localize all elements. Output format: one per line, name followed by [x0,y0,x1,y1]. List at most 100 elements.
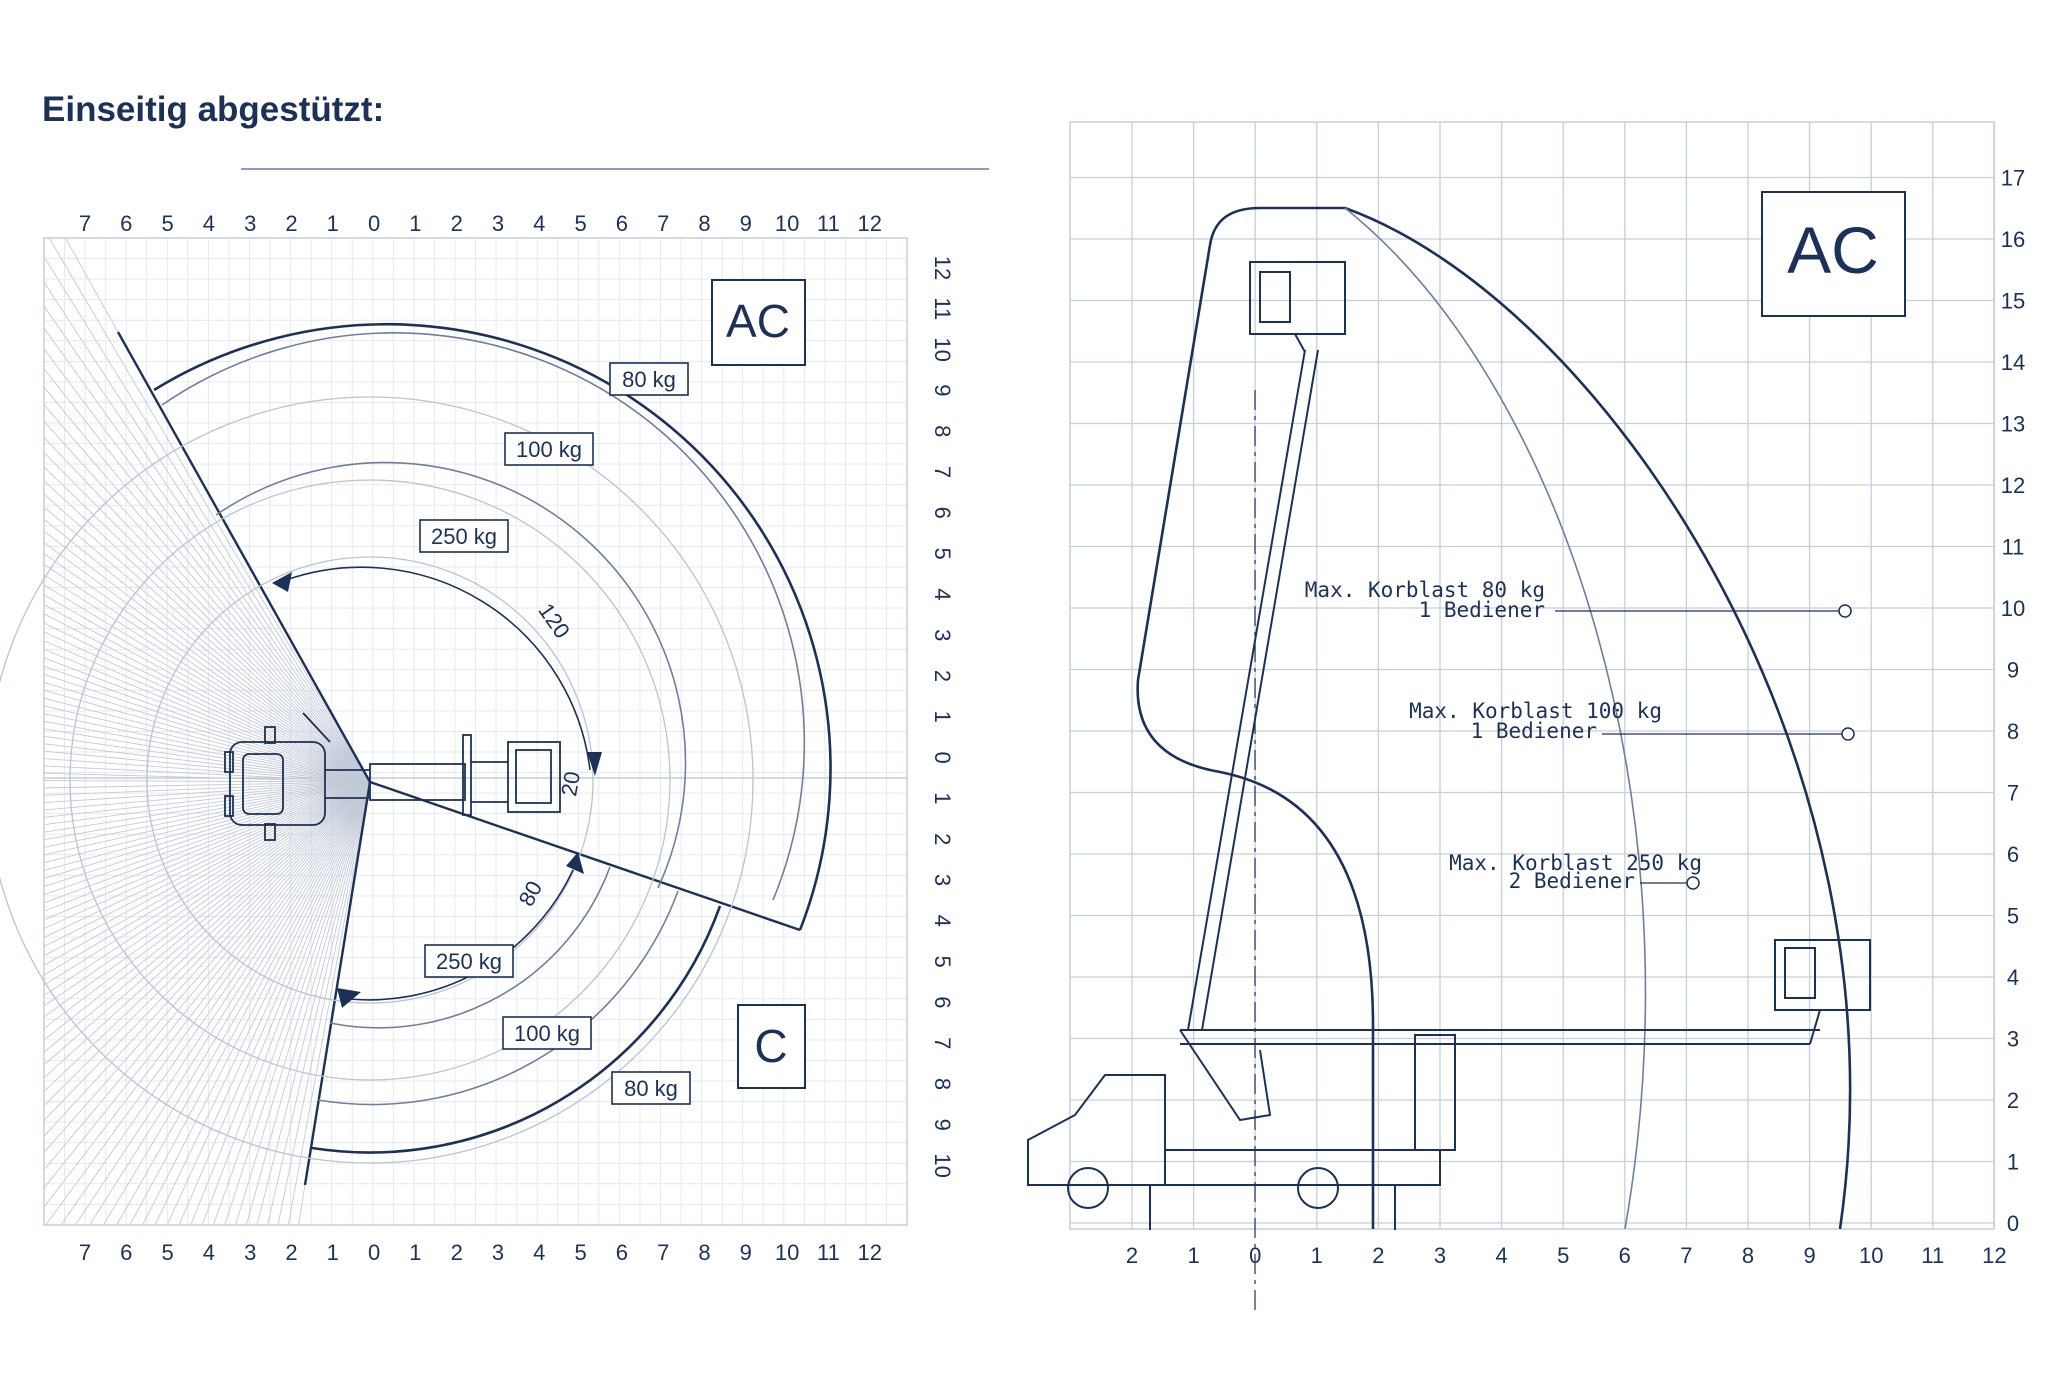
rotation-arrow-20-icon [587,752,602,776]
y-tick-label: 6 [2007,842,2019,867]
x-tick-label: 6 [616,211,628,236]
load-label-lower-100: 100 kg [514,1021,580,1046]
y-tick-label: 3 [930,629,955,641]
callout-80-line2: 1 Bediener [1419,598,1545,622]
x-tick-label: 10 [1859,1243,1883,1268]
y-tick-label: 5 [2007,904,2019,929]
hatch-line [43,781,371,976]
x-tick-label: 4 [533,1240,545,1265]
hatch-line [43,506,371,783]
x-tick-label: 12 [1982,1243,2006,1268]
hatch-line [43,781,371,879]
range-arc-ac-100kg [161,332,806,901]
working-envelope-250kg [1344,207,1647,1230]
hatch-line [43,564,371,783]
hatch-line [43,348,371,783]
hatch-line [43,781,371,1007]
hatch-line [43,781,371,818]
hatch-line [129,781,371,1226]
x-tick-label: 6 [616,1240,628,1265]
rotation-arrow-80-icon [566,852,584,874]
hatch-line [43,665,371,783]
hatch-line [43,772,371,783]
hatch-line [43,781,371,1018]
x-tick-label: 5 [161,1240,173,1265]
hatch-line [43,781,371,1137]
hatch-line [178,781,371,1226]
blocked-zone-hatching [43,237,371,1226]
hatch-line [43,781,371,986]
range-circle-80-faint [0,396,754,1164]
y-tick-label: 9 [2007,658,2019,683]
hatch-line [43,781,371,1171]
truck-side-view [1027,1029,1456,1230]
hatch-line [43,781,371,871]
hatch-line [43,765,371,783]
x-tick-label: 2 [285,211,297,236]
sector-boundary-lower [369,780,801,932]
hatch-line [213,781,371,1226]
hatch-line [43,780,371,783]
angle-label-120: 120 [533,598,575,642]
hatch-line [43,648,371,783]
x-tick-label: 3 [244,211,256,236]
range-arc-ac-80kg [153,322,832,931]
hatch-line [43,781,371,1066]
boom-raised [1187,261,1346,1031]
callout-100-line1: Max. Korblast 100 kg [1409,699,1662,723]
y-tick-label: 13 [2001,412,2025,437]
y-tick-label: 9 [930,384,955,396]
y-tick-label: 11 [930,297,955,320]
hatch-line [43,584,371,783]
y-tick-label: 6 [930,507,955,519]
callout-point-250 [1686,876,1700,890]
hatch-line [43,781,371,938]
hatch-line [43,697,371,783]
x-tick-label: 7 [79,211,91,236]
x-tick-label: 1 [1187,1243,1199,1268]
hatch-line [43,728,371,783]
x-tick-label: 2 [1372,1243,1384,1268]
y-tick-label: 0 [2007,1211,2019,1236]
x-tick-label: 6 [120,211,132,236]
y-tick-label: 6 [930,996,955,1008]
x-tick-label: 8 [1742,1243,1754,1268]
hatch-line [60,781,371,1226]
hatch-line [43,657,371,783]
y-tick-label: 9 [930,1119,955,1131]
hatch-line [43,735,371,783]
y-tick-label: 17 [2001,166,2025,191]
x-tick-label: 12 [857,1240,881,1265]
hatch-line [43,781,371,848]
y-tick-label: 2 [930,833,955,845]
y-tick-label: 3 [930,874,955,886]
x-tick-label: 5 [574,211,586,236]
range-arc-c-100kg [317,890,679,1106]
x-tick-label: 7 [79,1240,91,1265]
y-tick-label: 4 [930,588,955,600]
callout-point-80 [1838,604,1852,618]
side-zone-ac-label: AC [1787,213,1879,287]
hatch-line [43,781,371,957]
y-tick-label: 14 [2001,350,2025,375]
working-envelope-80kg [1136,206,1852,1230]
hatch-line [43,681,371,783]
side-zone-ac-box [1761,191,1906,317]
y-tick-label: 1 [930,792,955,804]
x-tick-label: 3 [492,211,504,236]
x-tick-label: 4 [203,1240,215,1265]
y-tick-label: 2 [930,670,955,682]
zone-ac-label: AC [726,295,790,347]
y-tick-label: 7 [930,466,955,478]
hatch-line [43,437,371,783]
callout-100-line2: 1 Bediener [1471,719,1597,743]
hatch-line [43,781,371,921]
x-tick-label: 7 [657,1240,669,1265]
y-tick-label: 7 [930,1037,955,1049]
callout-point-100 [1841,727,1855,741]
hatch-line [224,781,371,1226]
hatch-line [235,781,371,1226]
hatch-line [43,305,371,783]
title-divider [241,168,989,170]
hatch-line [43,256,371,783]
